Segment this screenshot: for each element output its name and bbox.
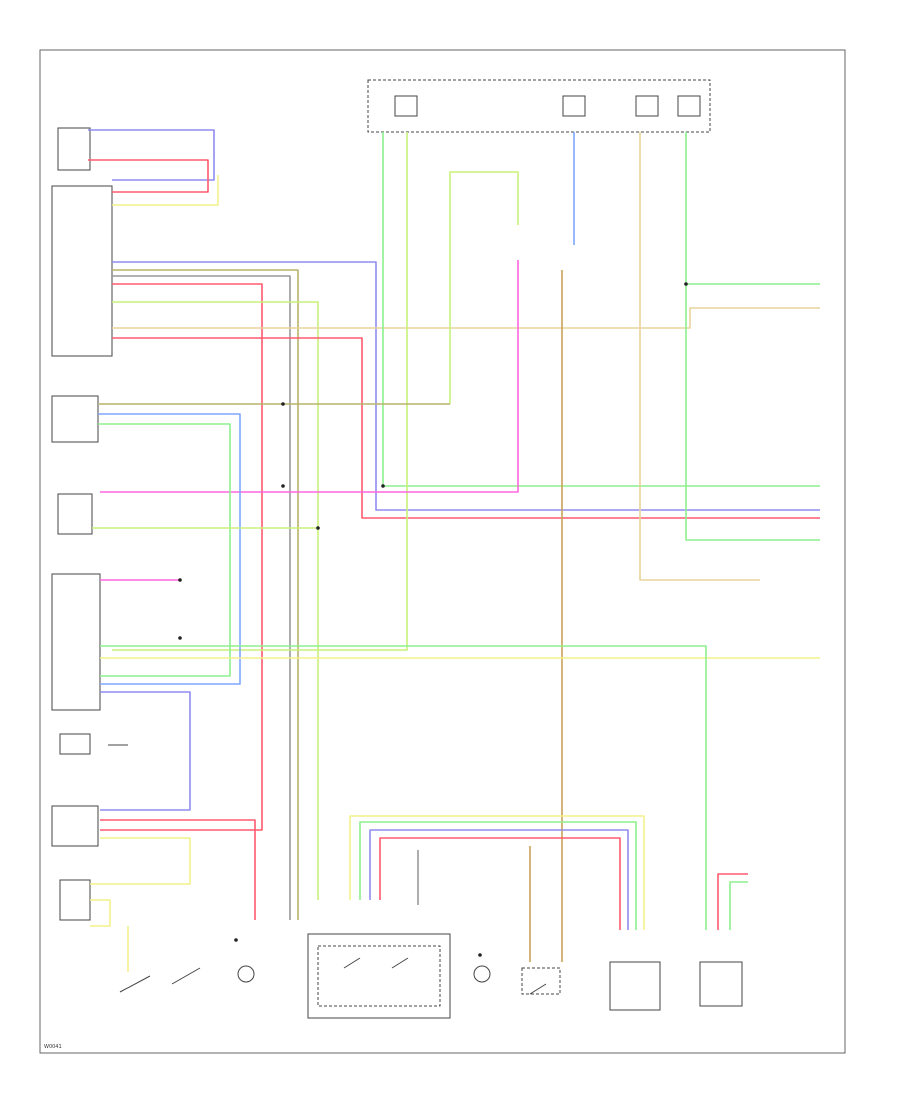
wire-green-mid bbox=[98, 423, 231, 677]
wire-yellow-top bbox=[112, 175, 219, 206]
bottom-box-2 bbox=[317, 945, 441, 1007]
wire-red-bottom-right bbox=[717, 873, 748, 930]
wire-yellow-bundle bbox=[349, 815, 645, 930]
wire-red-top bbox=[88, 159, 209, 193]
wire-lightgreen-long bbox=[112, 301, 319, 900]
wire-gray-long bbox=[112, 275, 291, 920]
wire-red-bundle bbox=[379, 837, 621, 930]
wire-violet-top bbox=[88, 129, 215, 181]
wire-tan-long bbox=[112, 307, 820, 329]
component-box-6 bbox=[59, 733, 91, 755]
wire-tan-fuse-4 bbox=[639, 132, 760, 581]
wire-red-lower bbox=[100, 819, 256, 920]
bottom-box-5 bbox=[521, 967, 561, 995]
footer-code: W0041 bbox=[44, 1044, 62, 1050]
wire-green-right-low bbox=[100, 645, 707, 930]
fuse-box bbox=[367, 79, 711, 133]
diagram-frame bbox=[39, 49, 846, 1054]
switch-symbols bbox=[108, 744, 547, 995]
wire-yellow-bottom-left bbox=[90, 899, 111, 927]
wire-green-fuse-5 bbox=[685, 132, 820, 541]
wire-red-right bbox=[112, 337, 820, 519]
wire-yellowgreen-loop bbox=[449, 171, 519, 404]
wires bbox=[88, 129, 820, 972]
component-box-3 bbox=[51, 395, 99, 443]
component-box-1 bbox=[57, 127, 91, 171]
wire-pink-vertical bbox=[100, 260, 519, 493]
wire-green-fuse-1 bbox=[382, 132, 820, 487]
wire-lightgreen-fuse-2 bbox=[112, 132, 408, 651]
bottom-box-3 bbox=[609, 961, 661, 1011]
wire-olive-long bbox=[112, 269, 299, 920]
component-box-5 bbox=[51, 573, 101, 711]
wire-yellow-lower bbox=[90, 837, 191, 885]
wire-blue-bundle bbox=[369, 829, 629, 930]
bottom-box-4 bbox=[699, 961, 743, 1007]
component-box-4 bbox=[57, 493, 93, 535]
wire-red-long bbox=[100, 283, 263, 831]
wire-green-bundle bbox=[359, 821, 637, 930]
wire-violet-lower bbox=[100, 691, 191, 811]
wire-green-bottom-right bbox=[729, 881, 748, 930]
component-box-7 bbox=[51, 805, 99, 847]
junction-dots bbox=[178, 282, 688, 957]
device-symbols bbox=[237, 965, 491, 983]
wire-lightblue-mid bbox=[98, 413, 241, 685]
component-box-8 bbox=[59, 879, 91, 921]
component-box-2 bbox=[51, 185, 113, 357]
wire-violet-long bbox=[112, 261, 820, 511]
